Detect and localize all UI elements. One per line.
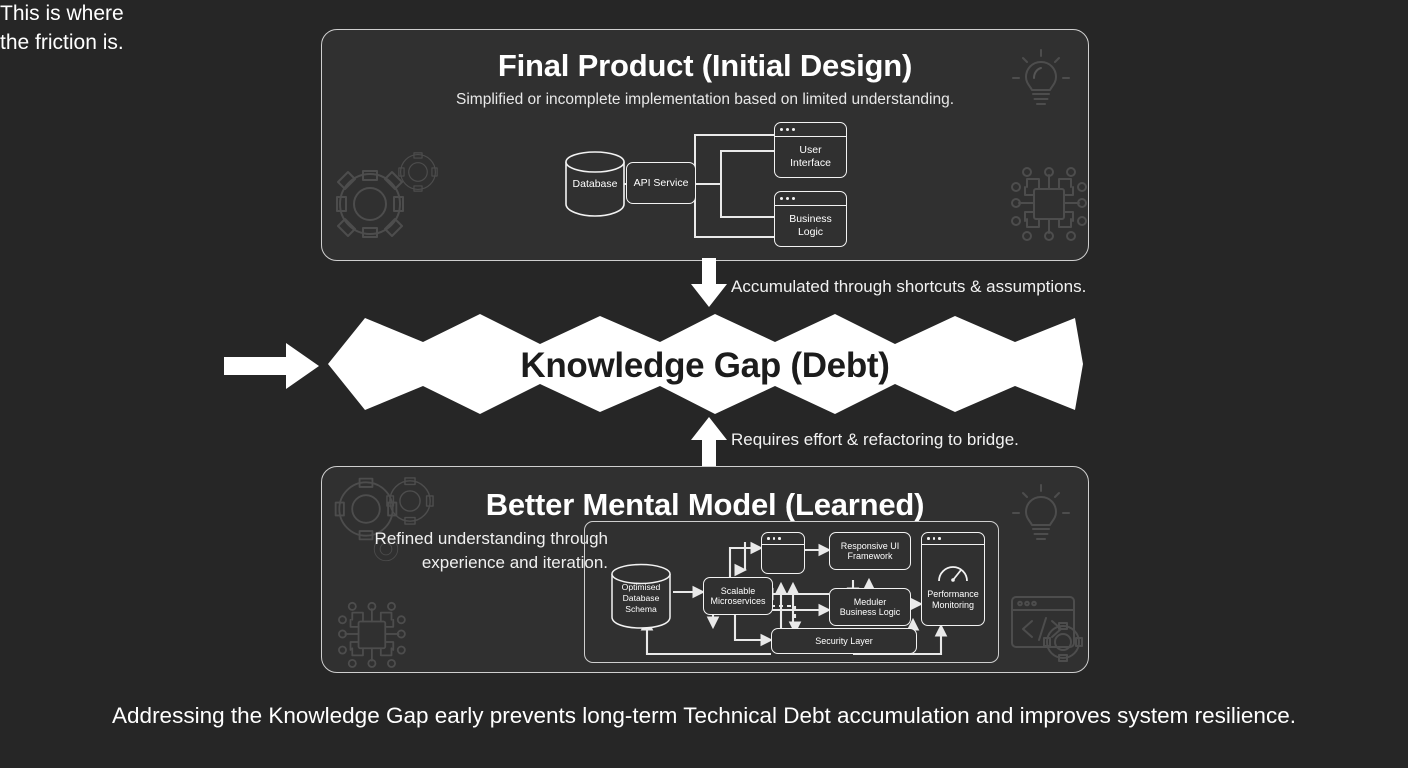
microchip-icon xyxy=(326,593,416,672)
window-titlebar xyxy=(922,533,984,545)
performance-content: Performance Monitoring xyxy=(922,544,984,625)
window-dot xyxy=(772,537,775,540)
edge-route-up-left xyxy=(694,134,696,184)
window-titlebar xyxy=(762,533,804,545)
business-logic-label: Business Logic xyxy=(775,205,846,246)
window-dot xyxy=(932,537,935,540)
edge-api-fan xyxy=(694,183,722,185)
node-modular-business-logic: Meduler Business Logic xyxy=(829,588,911,626)
node-database: Database xyxy=(562,149,628,217)
node-api-service: API Service xyxy=(626,162,696,204)
edge-route-down-left xyxy=(694,183,696,237)
footer-caption: Addressing the Knowledge Gap early preve… xyxy=(112,703,1296,728)
ui-line2: Interface xyxy=(790,156,831,169)
panel-final-product: Final Product (Initial Design) Simplifie… xyxy=(321,29,1089,261)
node-scalable-microservices: Scalable Microservices xyxy=(703,577,773,615)
database-label: Database xyxy=(572,178,618,190)
window-dot xyxy=(792,128,795,131)
window-dot xyxy=(786,128,789,131)
learned-architecture-diagram: Optimised Database Schema Scalable Micro… xyxy=(584,521,999,663)
db-line3: Schema xyxy=(625,604,657,614)
annotation-requires-effort: Requires effort & refactoring to bridge. xyxy=(731,430,1019,449)
window-dot xyxy=(792,197,795,200)
db-line1: Optimised xyxy=(621,582,661,592)
node-optimised-database-schema: Optimised Database Schema xyxy=(609,562,673,630)
edge-route-down-bottom xyxy=(694,236,776,238)
ms-line1: Scalable xyxy=(720,585,756,596)
window-titlebar xyxy=(775,192,846,206)
node-user-interface: User Interface xyxy=(774,122,847,178)
bottom-panel-title: Better Mental Model (Learned) xyxy=(485,487,925,522)
node-business-logic: Business Logic xyxy=(774,191,847,247)
window-dot xyxy=(767,537,770,540)
pm-line2: Monitoring xyxy=(931,599,975,610)
bl-line2: Logic xyxy=(797,225,824,238)
friction-callout-line2: the friction is. xyxy=(0,30,124,54)
top-panel-title: Final Product (Initial Design) xyxy=(497,48,913,83)
friction-callout-line1: This is where xyxy=(0,2,124,25)
node-security-layer: Security Layer xyxy=(771,628,917,654)
ui-line1: Responsive UI xyxy=(840,540,900,551)
window-dot xyxy=(778,537,781,540)
node-blank-window xyxy=(761,532,805,574)
blank-window-label xyxy=(762,544,804,573)
pm-line1: Performance xyxy=(927,589,979,600)
right-arrow xyxy=(224,341,320,396)
friction-callout: This is where the friction is. xyxy=(0,0,165,58)
ui-line1: User xyxy=(799,144,822,157)
window-dot xyxy=(780,197,783,200)
edge-fan-ui xyxy=(720,150,776,152)
node-performance-monitoring: Performance Monitoring xyxy=(921,532,985,626)
bl-line1: Business xyxy=(789,213,832,226)
window-dot xyxy=(927,537,930,540)
window-dot xyxy=(938,537,941,540)
down-arrow xyxy=(687,258,731,313)
window-dot xyxy=(780,128,783,131)
window-dot xyxy=(786,197,789,200)
window-titlebar xyxy=(775,123,846,137)
jagged-banner-shape xyxy=(328,314,1083,414)
knowledge-gap-banner: Knowledge Gap (Debt) xyxy=(315,302,1095,426)
code-window-gear-icon xyxy=(1006,589,1088,669)
ui-line2: Framework xyxy=(847,551,893,561)
db-line2: Database xyxy=(622,593,660,603)
annotation-accumulated: Accumulated through shortcuts & assumpti… xyxy=(731,277,1087,296)
node-responsive-ui-framework: Responsive UI Framework xyxy=(829,532,911,570)
up-arrow xyxy=(687,416,731,473)
edge-route-up-top xyxy=(694,134,776,136)
ms-line2: Microservices xyxy=(710,596,766,606)
bottom-panel-subtitle: Refined understanding through experience… xyxy=(374,529,608,573)
edge-fan-vertical xyxy=(720,150,722,217)
top-panel-subtitle: Simplified or incomplete implementation … xyxy=(456,91,954,108)
initial-architecture-diagram: Database API Service User Interface xyxy=(322,30,1088,260)
user-interface-label: User Interface xyxy=(775,136,846,177)
edge-fan-bl xyxy=(720,216,776,218)
gauge-icon xyxy=(938,566,968,582)
knowledge-gap-label: Knowledge Gap (Debt) xyxy=(520,346,890,385)
bl-line1: Meduler xyxy=(853,596,887,607)
panel-better-mental-model: Better Mental Model (Learned) Refined un… xyxy=(321,466,1089,673)
bl-line2: Business Logic xyxy=(839,607,901,617)
